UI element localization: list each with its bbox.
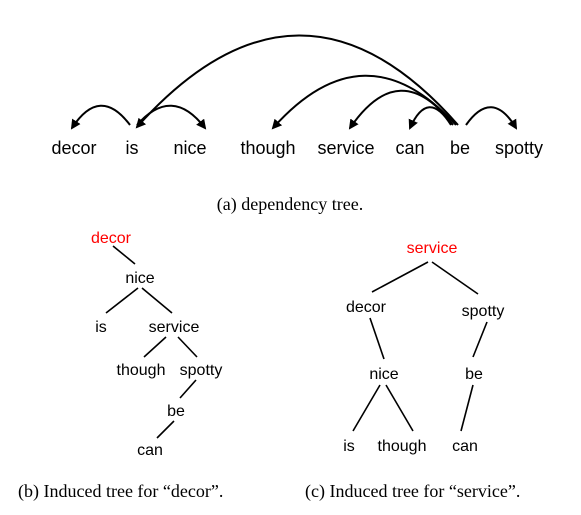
tree-b-node-nice: nice	[125, 270, 154, 287]
word-is: is	[126, 138, 139, 158]
tree-b-node-is: is	[95, 319, 107, 336]
edge-service-spotty-c	[431, 261, 479, 295]
dependency-arcs	[70, 34, 518, 130]
edge-spotty-be	[179, 379, 197, 399]
edge-nice-is	[105, 287, 139, 314]
tree-c-node-decor: decor	[346, 299, 387, 316]
edge-be-can-c	[460, 384, 474, 432]
tree-c-node-be: be	[465, 366, 483, 383]
tree-b-nodes: decor nice is service though spotty be c…	[91, 230, 222, 459]
word-decor: decor	[51, 138, 96, 158]
arc-is-decor	[70, 104, 131, 130]
caption-a: (a) dependency tree.	[217, 194, 363, 215]
tree-c-node-though: though	[378, 438, 427, 455]
tree-b-node-spotty: spotty	[180, 362, 223, 379]
tree-c-nodes: service decor spotty nice be is though c…	[343, 240, 504, 455]
edge-service-though	[143, 336, 167, 358]
word-nice: nice	[173, 138, 206, 158]
word-service: service	[317, 138, 374, 158]
caption-b: (b) Induced tree for “decor”.	[18, 481, 223, 502]
word-though: though	[240, 138, 295, 158]
edge-nice-though-c	[385, 384, 414, 432]
tree-b-edges	[105, 245, 198, 439]
arc-be-is	[135, 34, 459, 129]
tree-b-root: decor	[91, 230, 132, 247]
tree-b-node-be: be	[167, 403, 185, 420]
word-can: can	[395, 138, 424, 158]
tree-c-edges	[352, 261, 488, 432]
edge-decor-nice	[112, 245, 136, 265]
edge-nice-service	[141, 287, 173, 314]
tree-c-node-can: can	[452, 438, 478, 455]
tree-c-node-spotty: spotty	[462, 303, 505, 320]
tree-c-root: service	[407, 240, 458, 257]
sentence: decor is nice though service can be spot…	[51, 138, 543, 158]
arc-be-though	[271, 74, 457, 130]
tree-b-node-can: can	[137, 442, 163, 459]
edge-decor-nice-c	[369, 317, 385, 360]
word-spotty: spotty	[495, 138, 543, 158]
edge-spotty-be-c	[472, 321, 488, 358]
tree-c-node-nice: nice	[369, 366, 398, 383]
tree-b-node-though: though	[117, 362, 166, 379]
tree-c-node-is: is	[343, 438, 355, 455]
edge-service-decor	[371, 261, 429, 293]
arc-be-spotty	[465, 106, 518, 130]
edge-be-can	[156, 420, 175, 439]
edge-service-spotty	[177, 336, 198, 358]
edge-nice-is-c	[352, 384, 381, 432]
caption-c: (c) Induced tree for “service”.	[305, 481, 520, 502]
arc-be-can	[408, 106, 452, 130]
word-be: be	[450, 138, 470, 158]
tree-b-node-service: service	[149, 319, 200, 336]
